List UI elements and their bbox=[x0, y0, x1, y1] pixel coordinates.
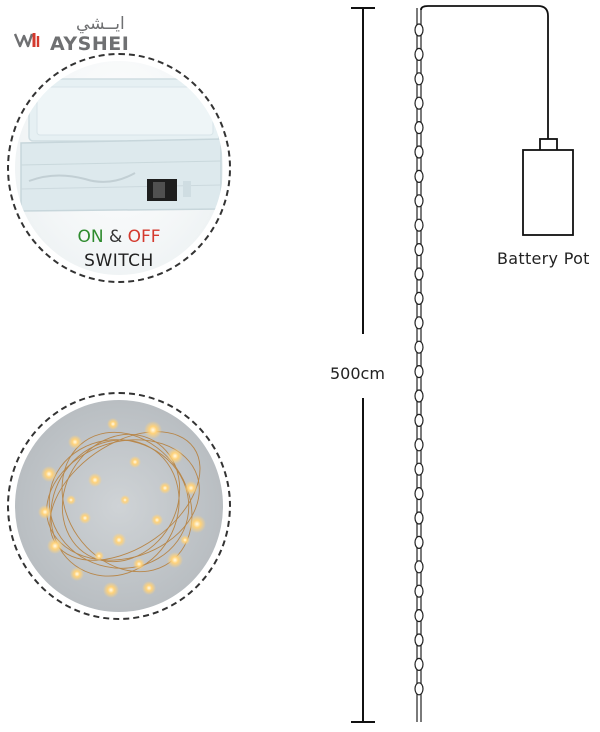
ampersand-label: & bbox=[108, 227, 123, 247]
led-bead bbox=[414, 267, 424, 281]
battery-box-photo: ON & OFF SWITCH bbox=[15, 61, 223, 275]
led-bead bbox=[414, 340, 424, 354]
brand-name-arabic: ايــشي bbox=[76, 14, 125, 34]
led-bead bbox=[414, 413, 424, 427]
led-bead bbox=[414, 633, 424, 647]
led-bead bbox=[414, 243, 424, 257]
led-bead bbox=[414, 462, 424, 476]
led-bead bbox=[414, 194, 424, 208]
led-bead bbox=[414, 23, 424, 37]
led-bead bbox=[414, 389, 424, 403]
switch-label: SWITCH bbox=[84, 251, 154, 271]
led-bead bbox=[414, 218, 424, 232]
fairy-lights-circle bbox=[7, 392, 231, 620]
battery-pot-label: Battery Pot bbox=[497, 249, 590, 268]
led-bead bbox=[414, 511, 424, 525]
on-off-label: ON & OFF bbox=[15, 227, 223, 247]
led-bead bbox=[414, 438, 424, 452]
led-bead bbox=[414, 169, 424, 183]
brand-name-latin: AYSHEI bbox=[50, 33, 130, 55]
led-bead bbox=[414, 96, 424, 110]
fairy-lights-photo bbox=[15, 400, 223, 612]
off-label: OFF bbox=[127, 227, 161, 247]
on-label: ON bbox=[77, 227, 104, 247]
length-dimension-label: 500cm bbox=[330, 364, 385, 383]
led-bead bbox=[414, 365, 424, 379]
led-bead bbox=[414, 608, 424, 623]
switch-closeup-circle: ON & OFF SWITCH bbox=[7, 53, 231, 283]
led-bead bbox=[414, 535, 424, 550]
led-bead bbox=[414, 560, 424, 574]
led-bead bbox=[414, 682, 424, 696]
battery-cable bbox=[420, 5, 549, 140]
led-bead bbox=[414, 47, 424, 62]
battery-box-illustration bbox=[20, 78, 222, 212]
led-bead bbox=[414, 584, 424, 598]
brand-logo-icon bbox=[14, 33, 40, 48]
led-beads bbox=[414, 23, 424, 696]
dimension-marker bbox=[351, 7, 375, 723]
fairy-lights-illustration bbox=[38, 418, 206, 598]
led-bead bbox=[414, 291, 424, 305]
led-bead bbox=[414, 487, 424, 501]
led-bead bbox=[414, 657, 424, 672]
battery-pot-icon bbox=[522, 138, 574, 236]
led-bead bbox=[414, 72, 424, 86]
led-bead bbox=[414, 316, 424, 330]
led-bead bbox=[414, 145, 424, 159]
led-bead bbox=[414, 120, 424, 135]
